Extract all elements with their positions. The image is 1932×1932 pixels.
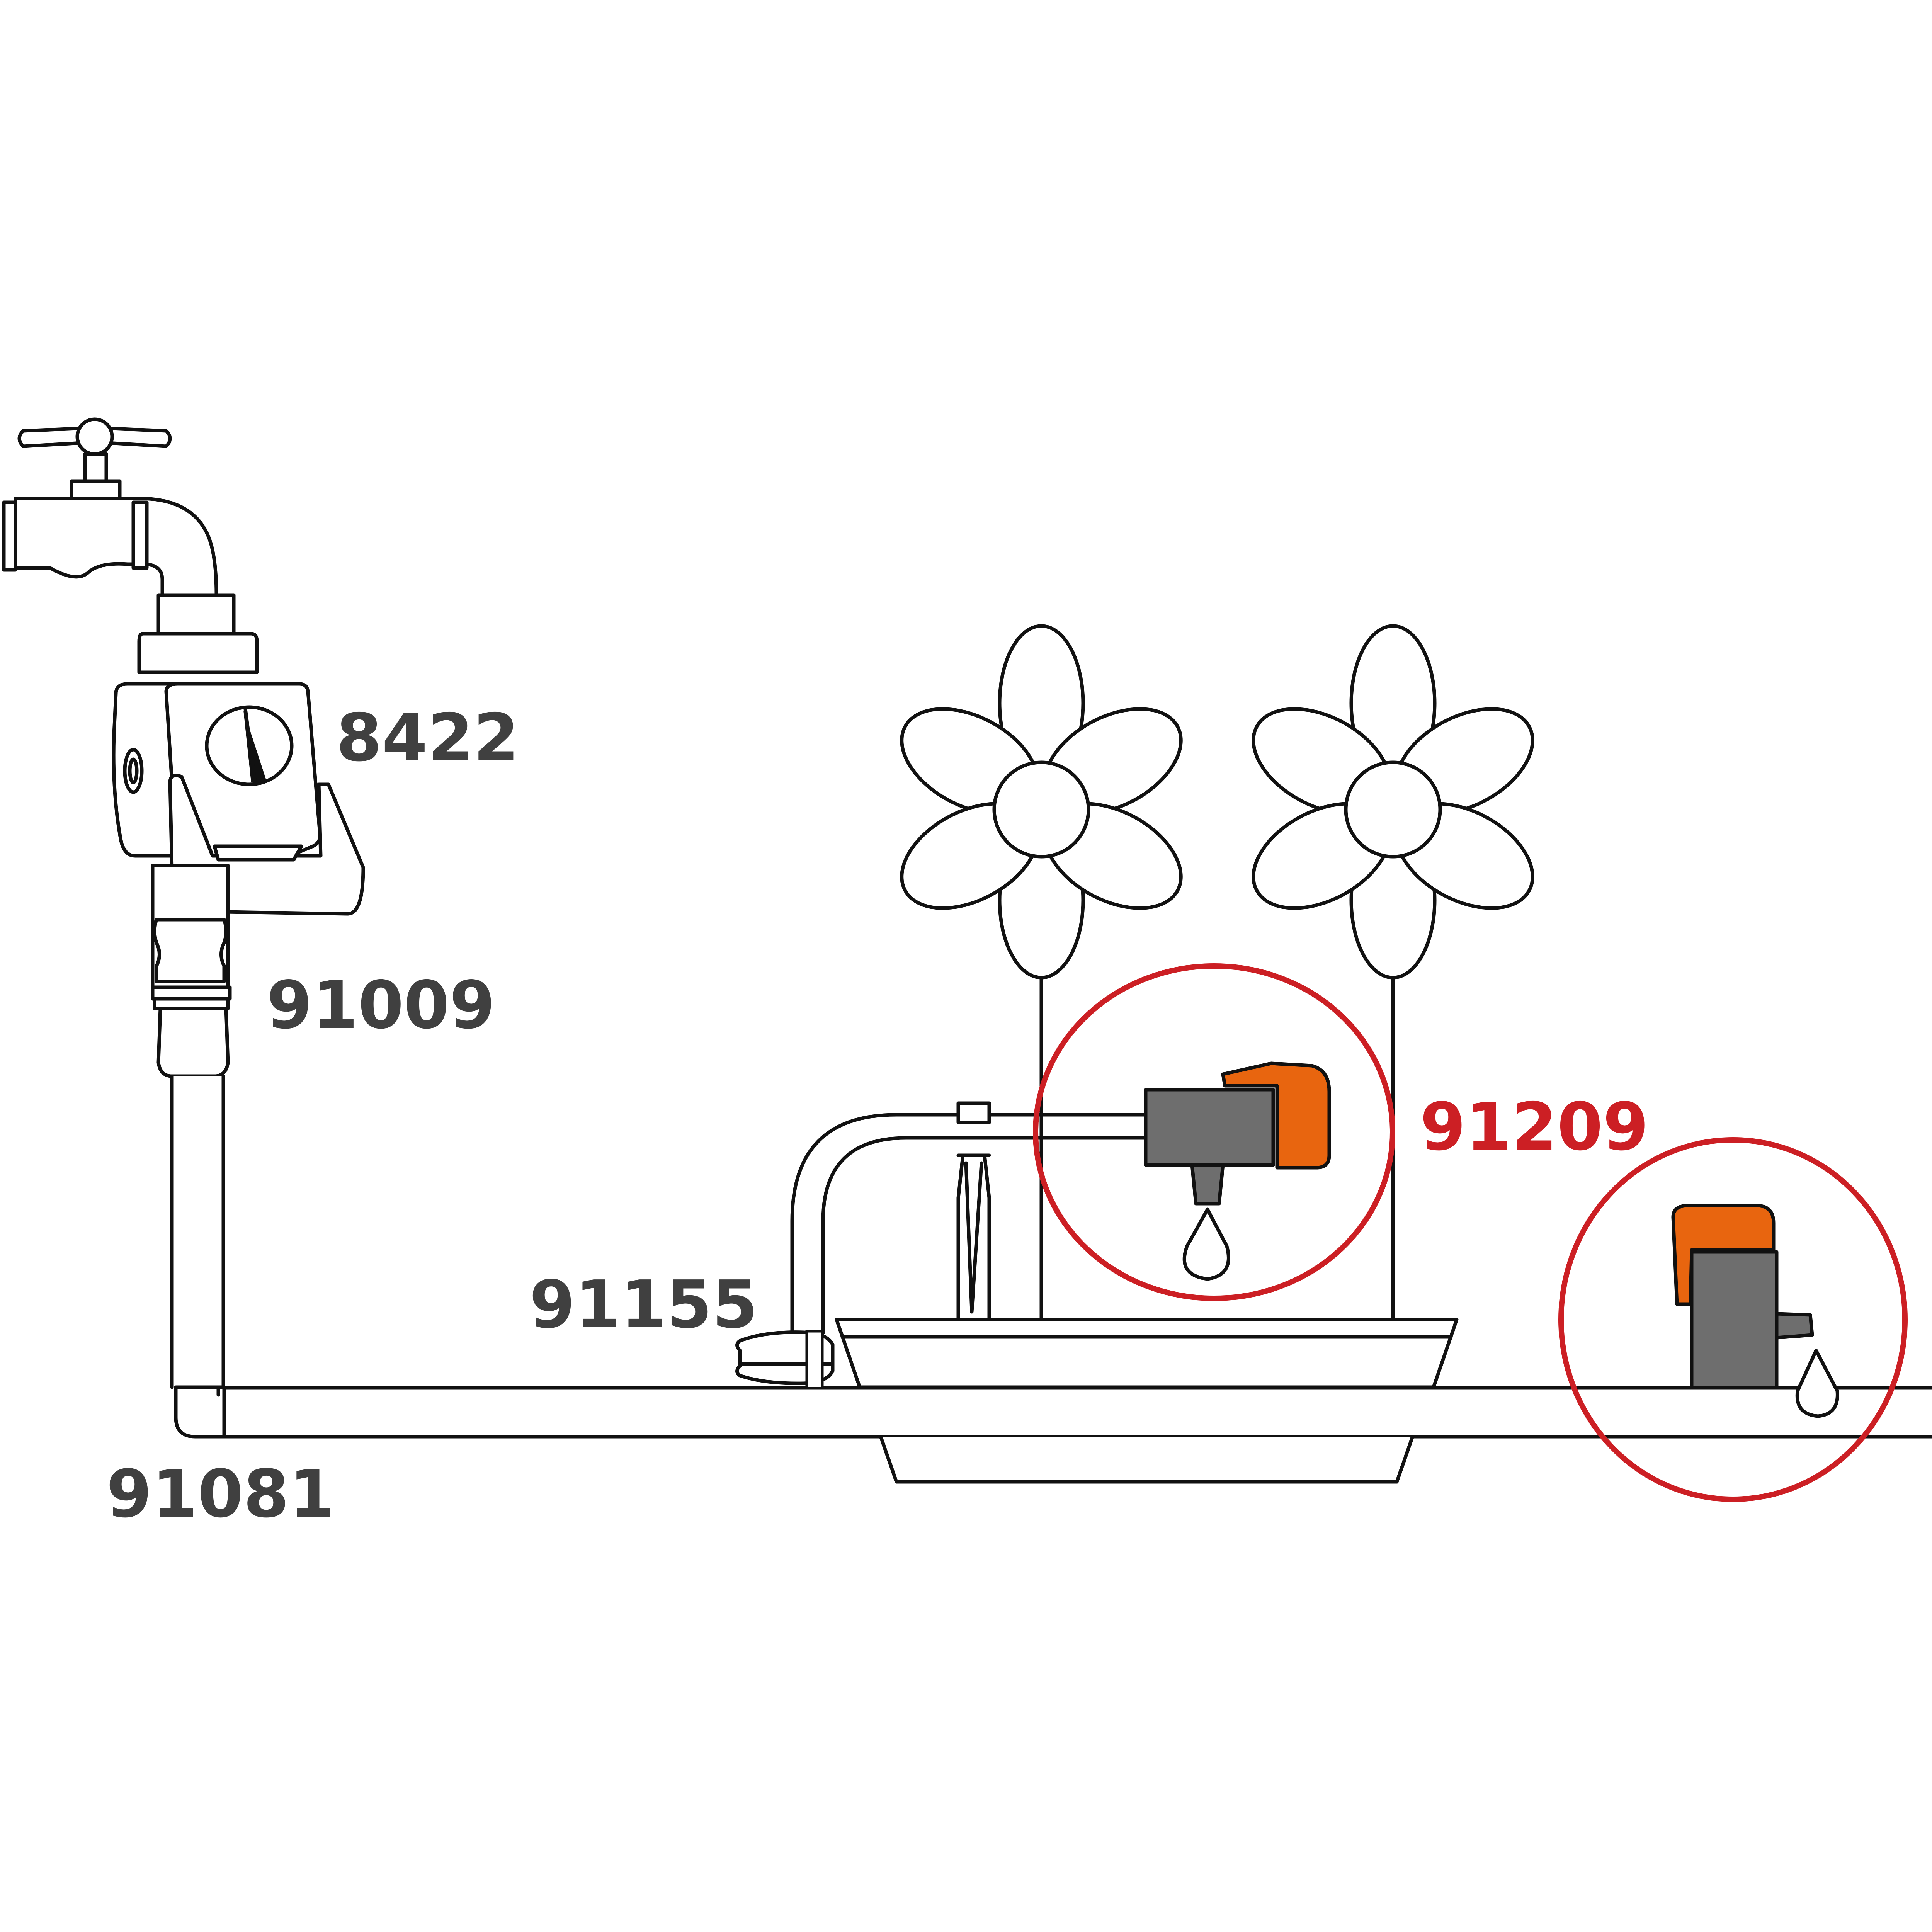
- main-pipe-tee-connector: [735, 1330, 835, 1390]
- hose-connector: [151, 864, 232, 1078]
- garden-tap: [2, 417, 218, 597]
- flower-right: [1252, 624, 1534, 1321]
- highlight-ring-dripper-inline: [1558, 1137, 1908, 1502]
- dripper-inline: [1671, 1204, 1839, 1418]
- label-supply-tube-91155: 91155: [529, 1267, 758, 1343]
- label-connector-91009: 91009: [267, 967, 495, 1044]
- label-timer-8422: 8422: [336, 700, 519, 776]
- planter-tray: [835, 1318, 1459, 1484]
- highlight-ring-dripper-on-tube: [1033, 963, 1395, 1301]
- label-pipe-end-91081: 91081: [106, 1456, 335, 1532]
- water-timer: [112, 593, 365, 916]
- pipe-elbow: [174, 1385, 226, 1439]
- main-pipe: [222, 1386, 1932, 1439]
- vertical-supply-pipe: [170, 1074, 225, 1391]
- tube-support-stake: [956, 1101, 991, 1320]
- flower-left: [900, 624, 1183, 1321]
- label-dripper-91209: 91209: [1420, 1089, 1648, 1165]
- dripper-on-tube: [1144, 1061, 1331, 1281]
- supply-tube: [790, 1113, 1155, 1335]
